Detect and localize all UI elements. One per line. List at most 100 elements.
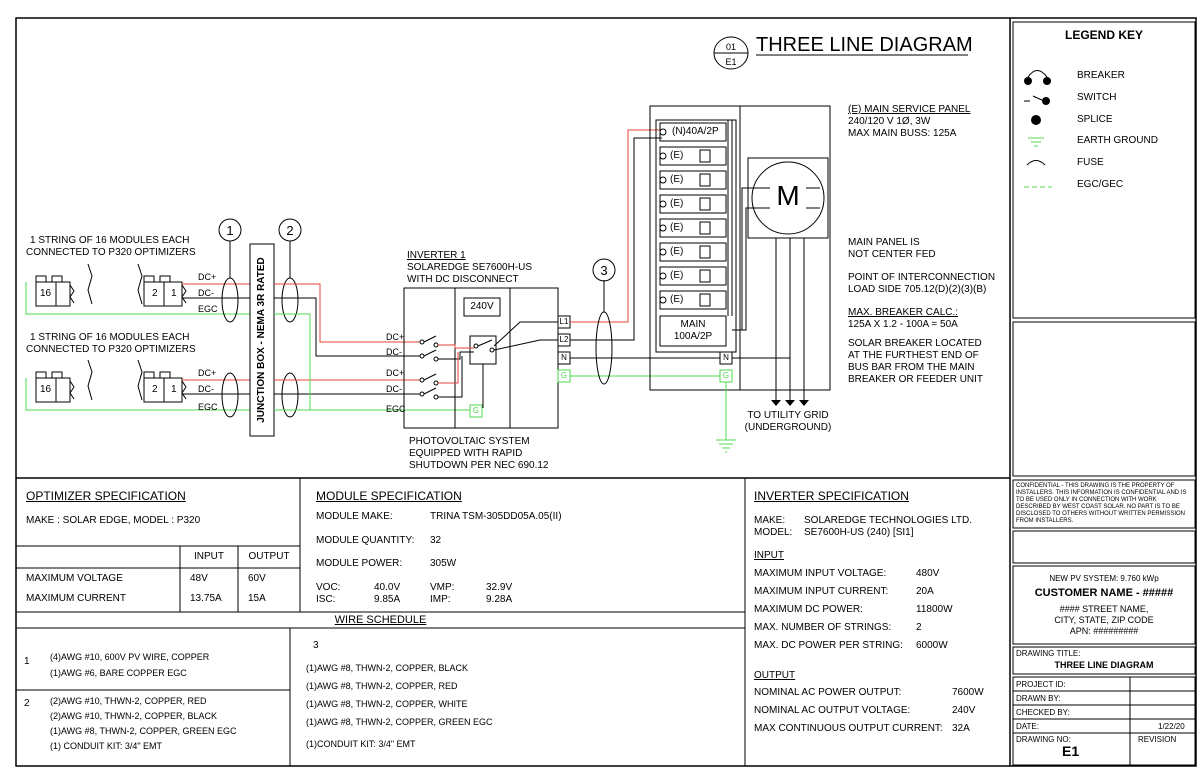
legend-item: SPLICE [1077,114,1113,125]
inverter-make-label: MAKE: [754,515,786,526]
legend-item: EARTH GROUND [1077,135,1158,146]
inverter-voltage: 240V [470,301,494,312]
string-label: CONNECTED TO P320 OPTIMIZERS [26,247,196,258]
module-spec-title: MODULE SPECIFICATION [316,489,462,503]
inverter-model: SE7600H-US (240) [SI1] [804,527,914,538]
customer-name: CUSTOMER NAME - ##### [1034,587,1174,599]
inverter-output-value: 32A [952,723,970,734]
inverter-output-label: NOMINAL AC OUTPUT VOLTAGE: [754,705,911,716]
wire-tag: 3 [600,263,608,278]
inverter-output-value: 240V [952,705,976,716]
breaker-existing: (E) [670,246,684,257]
terminal-n: N [561,353,567,362]
string-label: CONNECTED TO P320 OPTIMIZERS [26,344,196,355]
module-make: TRINA TSM-305DD05A.05(II) [430,511,562,522]
fuse-legend-icon [1026,160,1046,166]
inverter-input-label: MAXIMUM INPUT VOLTAGE: [754,568,887,579]
checked-by-label: CHECKED BY: [1016,708,1070,717]
project-id-label: PROJECT ID: [1016,680,1066,689]
wire-item: (1)AWG #8, THWN-2, COPPER, RED [306,681,458,691]
system-size: NEW PV SYSTEM: 9.760 kWp [1049,574,1159,583]
voc-label: VOC: [316,582,341,593]
vmp-label: VMP: [430,582,455,593]
module-number: 2 [152,288,158,299]
legend-item: SWITCH [1077,92,1117,103]
pv-note: EQUIPPED WITH RAPID [409,448,523,459]
customer-city: CITY, STATE, ZIP CODE [1054,615,1154,625]
module-count: 16 [40,288,52,299]
date-value: 1/22/20 [1158,722,1185,731]
utility-label: TO UTILITY GRID [747,410,829,421]
string-label: 1 STRING OF 16 MODULES EACH [30,332,190,343]
wire-item: (1)CONDUIT KIT: 3/4" EMT [306,739,416,749]
inverter-input-label: MAX. DC POWER PER STRING: [754,640,903,651]
inverter-title: INVERTER 1 [407,250,466,261]
breaker-new: (N)40A/2P [672,126,719,137]
wire-group-number: 3 [313,640,319,651]
inverter-output-value: 7600W [952,687,984,698]
calc-title: MAX. BREAKER CALC.: [848,307,959,318]
optimizer-row-label: MAXIMUM CURRENT [26,593,126,604]
msp-title: (E) MAIN SERVICE PANEL [848,104,971,115]
junction-box-label: JUNCTION BOX - NEMA 3R RATED [256,257,267,423]
wire-group-number: 2 [24,698,30,709]
module-string-2 [35,359,187,403]
optimizer-row-input: 48V [190,573,208,584]
msp-spec: 240/120 V 1Ø, 3W [848,116,931,127]
wire-label: EGC [198,304,218,314]
switch-legend-icon [1024,95,1050,105]
drawing-title-label: DRAWING TITLE: [1016,649,1081,658]
wire-tag: 1 [226,223,234,238]
vmp-value: 32.9V [486,582,513,593]
breaker-existing: (E) [670,222,684,233]
date-label: DATE: [1016,722,1039,731]
optimizer-row-input: 13.75A [190,593,222,604]
wire-label: EGC [198,402,218,412]
wire-group-number: 1 [24,656,30,667]
pv-note: PHOTOVOLTAIC SYSTEM [409,436,530,447]
pv-note: SHUTDOWN PER NEC 690.12 [409,460,549,471]
terminal-g: G [560,371,568,380]
poi-note: LOAD SIDE 705.12(D)(2)(3)(B) [848,284,987,295]
optimizer-row-output: 15A [248,593,266,604]
inverter-input-value: 11800W [916,604,953,615]
module-number: 2 [152,384,158,395]
revision-label: REVISION [1138,735,1177,744]
drawing-number: E1 [1062,743,1080,759]
drawing-title: THREE LINE DIAGRAM [1054,660,1154,670]
wire-label: DC- [198,288,214,298]
inverter-output-title: OUTPUT [754,670,796,681]
breaker-existing: (E) [670,198,684,209]
wire-label: DC- [386,347,402,357]
inverter-model: SOLAREDGE SE7600H-US [407,262,533,273]
inverter-input-value: 2 [916,622,922,633]
inverter-input-label: MAX. NUMBER OF STRINGS: [754,622,892,633]
inverter-output-label: MAX CONTINUOUS OUTPUT CURRENT: [754,723,943,734]
inverter-input-value: 6000W [916,640,948,651]
optimizer-spec-title: OPTIMIZER SPECIFICATION [26,489,186,503]
wire-item: (4)AWG #10, 600V PV WIRE, COPPER [50,652,210,662]
solar-breaker-note: BUS BAR FROM THE MAIN [848,362,975,373]
earth-ground-legend-icon [1028,137,1044,147]
legend-item: EGC/GEC [1077,179,1124,190]
breaker-existing: (E) [670,150,684,161]
customer-street: #### STREET NAME, [1059,604,1149,614]
inverter-input-title: INPUT [754,550,784,561]
module-number: 1 [171,288,177,299]
breaker-existing: (E) [670,294,684,305]
sheet-number: 01 [725,42,736,52]
wire-label: DC+ [386,368,405,378]
col-output: OUTPUT [248,551,290,562]
confidential-note: CONFIDENTIAL - THIS DRAWING IS THE PROPE… [1016,483,1187,524]
inverter-input-value: 480V [916,568,940,579]
wire-label: EGC [386,404,406,414]
isc-label: ISC: [316,594,336,605]
inverter-output-label: NOMINAL AC POWER OUTPUT: [754,687,902,698]
calc-text: 125A X 1.2 - 100A = 50A [848,319,958,330]
inverter-input-value: 20A [916,586,934,597]
optimizer-row-label: MAXIMUM VOLTAGE [26,573,123,584]
wire-item: (1)AWG #8, THWN-2, COPPER, GREEN EGC [306,717,493,727]
wire-item: (1) CONDUIT KIT: 3/4" EMT [50,741,163,751]
wire-item: (1)AWG #6, BARE COPPER EGC [50,668,187,678]
